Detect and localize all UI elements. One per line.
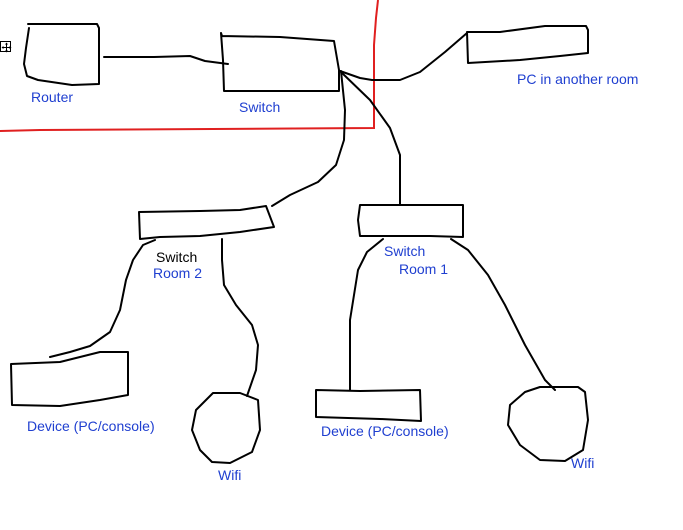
switch-room1-label-line1: Switch [384, 243, 426, 259]
main-switch-box [220, 32, 340, 92]
edge-switch-room1-wifi [450, 238, 556, 391]
edge-switch-room2-device [49, 239, 156, 358]
pc-other-room-label: PC in another room [517, 71, 639, 87]
device-room2-box [10, 351, 129, 407]
main-switch-label: Switch [239, 99, 281, 115]
edge-switch-switch-room1 [340, 71, 401, 206]
edge-switch-room1-device [349, 238, 384, 391]
edge-router-switch [103, 55, 229, 65]
switch-room2-box [138, 205, 275, 240]
move-handle-icon[interactable] [0, 41, 12, 53]
wifi-room2-circle [191, 392, 261, 464]
wifi-room1-circle [507, 386, 589, 462]
device-room1-label: Device (PC/console) [321, 423, 449, 439]
edge-switch-room2-wifi [221, 238, 259, 397]
boundary-region [0, 0, 379, 132]
wifi-room1-label: Wifi [571, 455, 595, 471]
switch-room1-box [357, 204, 464, 238]
switch-room2-label-line2: Room 2 [153, 265, 203, 281]
pc-other-room-box [466, 25, 589, 64]
switch-room1-label-line2: Room 1 [399, 261, 449, 277]
switch-room2-label-line1: Switch [156, 249, 198, 265]
device-room1-box [315, 389, 422, 422]
edge-switch-switch-room2 [271, 70, 346, 207]
router-label: Router [31, 89, 74, 105]
wifi-room2-label: Wifi [218, 467, 242, 483]
edge-switch-pc-other-room [339, 32, 468, 81]
device-room2-label: Device (PC/console) [27, 418, 155, 434]
router-box [23, 23, 100, 86]
